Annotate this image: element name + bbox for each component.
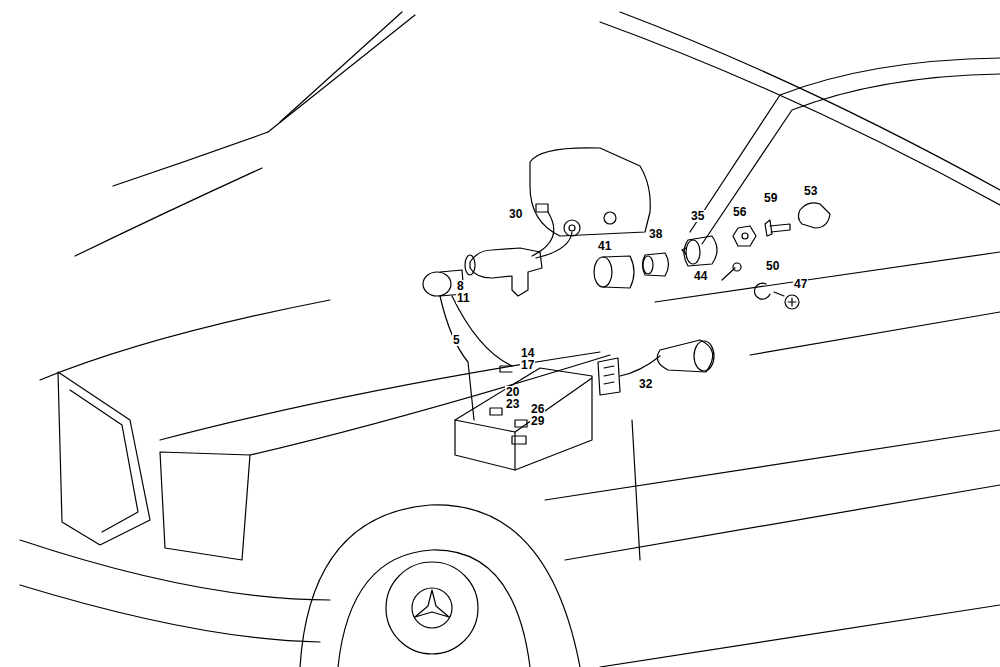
callout-number: 23 (505, 398, 520, 410)
callout-number: 44 (693, 270, 708, 282)
callout-number: 11 (456, 292, 471, 304)
callout-number: 5 (452, 334, 461, 346)
callout-number: 38 (648, 228, 663, 240)
callout-number: 56 (732, 206, 747, 218)
callout-number: 35 (690, 210, 705, 222)
callout-number: 53 (803, 185, 818, 197)
callout-number: 41 (597, 240, 612, 252)
callout-number: 32 (638, 378, 653, 390)
callout-number: 26 (530, 403, 545, 415)
callout-number: 29 (530, 415, 545, 427)
callout-number: 14 (520, 347, 535, 359)
callout-number: 20 (505, 386, 520, 398)
callout-number: 59 (763, 192, 778, 204)
callout-number: 50 (765, 260, 780, 272)
callout-number: 17 (520, 359, 535, 371)
callout-number: 47 (793, 278, 808, 290)
callout-number: 8 (456, 280, 465, 292)
callout-number: 30 (508, 208, 523, 220)
